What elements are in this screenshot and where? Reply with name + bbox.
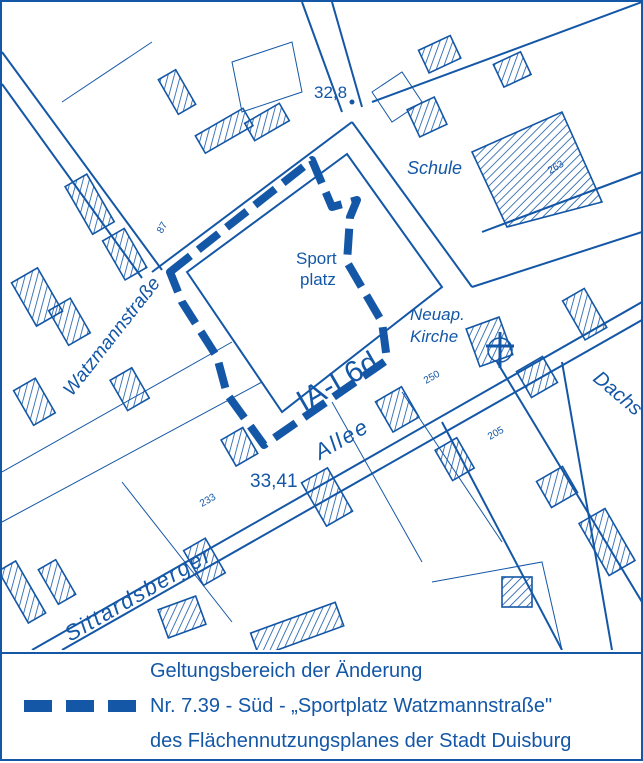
- sports-ground-outline: [185, 152, 444, 414]
- legend-plan-number: Nr. 7.39 - Süd - „Sportplatz Watzmannstr…: [150, 695, 553, 717]
- house-number-87: 87: [155, 220, 170, 236]
- street-label-sittardsberger: Sittardsberger: [60, 542, 216, 647]
- street-label-dachs: Dachs: [589, 367, 641, 420]
- road-network: [2, 2, 641, 650]
- height-label-north: 32,8: [314, 83, 347, 102]
- change-area-boundary[interactable]: [166, 156, 391, 449]
- sports-ground-label-line2: platz: [300, 270, 336, 289]
- school-label: Schule: [407, 158, 462, 178]
- height-label-south: 33,41: [250, 471, 298, 492]
- house-number-250: 250: [422, 369, 442, 387]
- legend-dash-symbol: [24, 700, 136, 712]
- legend: Geltungsbereich der Änderung Nr. 7.39 - …: [2, 652, 641, 763]
- house-number-205: 205: [486, 425, 506, 443]
- map-canvas: 32,8 33,41 Watzmannstraße Sittardsberger…: [2, 2, 641, 650]
- building-blocks: [2, 34, 637, 650]
- church-label-line2: Kirche: [410, 327, 458, 346]
- legend-title: Geltungsbereich der Änderung: [150, 660, 423, 682]
- church-label-line1: Neuap.: [410, 305, 465, 324]
- church-icon: [486, 332, 514, 368]
- house-number-233: 233: [198, 492, 218, 510]
- plot-boundaries: [2, 41, 563, 650]
- height-point-north: [349, 99, 355, 105]
- legend-plan-name: des Flächennutzungsplanes der Stadt Duis…: [150, 730, 572, 752]
- area-code-label: IA-L6d: [291, 345, 384, 418]
- sports-ground-label-line1: Sport: [296, 249, 337, 268]
